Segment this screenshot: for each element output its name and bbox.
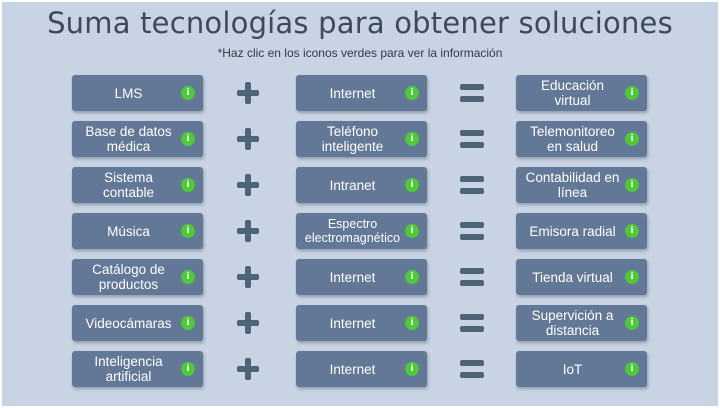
info-icon[interactable]: i: [625, 132, 639, 146]
technology-b-label: Espectro electromagnético: [304, 217, 401, 245]
info-icon[interactable]: i: [405, 132, 419, 146]
technology-a-label: LMS: [114, 85, 143, 101]
equation-row: Sistema contable i Intranet i Contabilidad…: [2, 167, 718, 203]
technology-a-box: Sistema contable i: [72, 167, 203, 203]
equals-icon: [460, 130, 484, 148]
instruction-note: *Haz clic en los iconos verdes para ver …: [217, 46, 503, 60]
info-icon[interactable]: i: [405, 270, 419, 284]
technology-b-box: Internet i: [296, 259, 427, 295]
info-icon[interactable]: i: [181, 132, 195, 146]
technology-a-box: Videocámaras i: [72, 305, 203, 341]
equation-row: Base de datos médica i Teléfono inteligen…: [2, 121, 718, 157]
technology-b-label: Internet: [329, 85, 376, 101]
technology-b-label: Internet: [329, 361, 376, 377]
info-icon[interactable]: i: [625, 86, 639, 100]
info-icon[interactable]: i: [181, 362, 195, 376]
plus-icon: [237, 358, 259, 380]
technology-b-box: Internet i: [296, 75, 427, 111]
equals-icon: [460, 360, 484, 378]
technology-b-box: Internet i: [296, 305, 427, 341]
info-icon[interactable]: i: [625, 178, 639, 192]
info-icon[interactable]: i: [405, 224, 419, 238]
info-icon[interactable]: i: [181, 178, 195, 192]
technology-a-label: Música: [107, 223, 150, 239]
plus-icon: [237, 82, 259, 104]
solution-box: Tienda virtual i: [516, 259, 647, 295]
solution-label: Tienda virtual: [532, 269, 613, 285]
plus-icon: [237, 266, 259, 288]
technology-a-box: Catálogo de productos i: [72, 259, 203, 295]
equals-icon: [460, 84, 484, 102]
equation-row: Inteligencia artificial i Internet i IoT i: [2, 351, 718, 387]
technology-b-box: Intranet i: [296, 167, 427, 203]
solution-box: Educación virtual i: [516, 75, 647, 111]
solution-label: IoT: [562, 361, 583, 377]
equation-row: Catálogo de productos i Internet i Tienda …: [2, 259, 718, 295]
solution-label: Supervición a distancia: [531, 308, 614, 338]
equals-icon: [460, 268, 484, 286]
info-icon[interactable]: i: [405, 86, 419, 100]
technology-b-label: Internet: [329, 269, 376, 285]
technology-a-label: Videocámaras: [85, 315, 172, 331]
equals-icon: [460, 314, 484, 332]
plus-icon: [237, 220, 259, 242]
equation-row: LMS i Internet i Educación virtual i: [2, 75, 718, 111]
equals-icon: [460, 176, 484, 194]
info-icon[interactable]: i: [405, 178, 419, 192]
solution-label: Contabilidad en línea: [525, 170, 620, 200]
solution-label: Telemonitoreo en salud: [530, 124, 615, 154]
info-icon[interactable]: i: [181, 270, 195, 284]
technology-b-box: Teléfono inteligente i: [296, 121, 427, 157]
info-icon[interactable]: i: [625, 362, 639, 376]
equation-row: Música i Espectro electromagnético i Emiso…: [2, 213, 718, 249]
info-icon[interactable]: i: [181, 224, 195, 238]
info-icon[interactable]: i: [181, 316, 195, 330]
info-icon[interactable]: i: [625, 316, 639, 330]
solution-label: Emisora radial: [529, 223, 616, 239]
solution-box: Telemonitoreo en salud i: [516, 121, 647, 157]
technology-b-label: Internet: [329, 315, 376, 331]
solution-box: Contabilidad en línea i: [516, 167, 647, 203]
equals-icon: [460, 222, 484, 240]
technology-a-label: Inteligencia artificial: [94, 354, 163, 384]
plus-icon: [237, 312, 259, 334]
plus-icon: [237, 128, 259, 150]
info-icon[interactable]: i: [625, 224, 639, 238]
technology-a-box: Música i: [72, 213, 203, 249]
info-icon[interactable]: i: [405, 362, 419, 376]
technology-a-label: Catálogo de productos: [92, 262, 165, 292]
technology-a-box: Inteligencia artificial i: [72, 351, 203, 387]
technology-a-label: Sistema contable: [102, 170, 155, 200]
info-icon[interactable]: i: [405, 316, 419, 330]
solution-box: IoT i: [516, 351, 647, 387]
info-icon[interactable]: i: [181, 86, 195, 100]
technology-b-label: Teléfono inteligente: [321, 124, 384, 154]
page-title: Suma tecnologías para obtener soluciones: [47, 6, 673, 40]
solution-label: Educación virtual: [540, 78, 605, 108]
technology-b-label: Intranet: [329, 177, 376, 193]
technology-b-box: Internet i: [296, 351, 427, 387]
equation-row: Videocámaras i Internet i Supervición a di…: [2, 305, 718, 341]
info-icon[interactable]: i: [625, 270, 639, 284]
technology-b-box: Espectro electromagnético i: [296, 213, 427, 249]
technology-a-box: LMS i: [72, 75, 203, 111]
solution-box: Emisora radial i: [516, 213, 647, 249]
technology-a-label: Base de datos médica: [85, 124, 172, 154]
technology-a-box: Base de datos médica i: [72, 121, 203, 157]
solution-box: Supervición a distancia i: [516, 305, 647, 341]
plus-icon: [237, 174, 259, 196]
